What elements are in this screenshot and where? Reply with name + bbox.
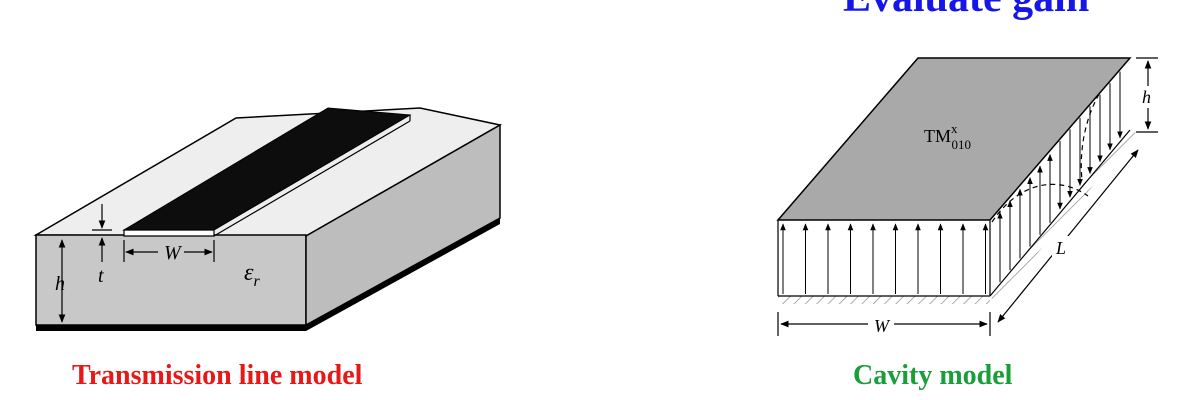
tl-h-label: h <box>55 273 65 295</box>
tl-t-label: t <box>98 265 104 287</box>
slide-heading: Evaluate gain <box>843 0 1089 22</box>
tl-epsilon-label: εr <box>244 260 260 290</box>
ground-plane <box>36 218 500 331</box>
cavity-model-caption: Cavity model <box>853 360 1013 391</box>
cavity-ground-front <box>778 296 990 304</box>
transmission-line-caption: Transmission line model <box>72 360 363 391</box>
cavity-w-label: W <box>874 316 891 336</box>
cavity-patch <box>776 57 1132 221</box>
cavity-h-label: h <box>1142 87 1151 107</box>
transmission-line-diagram: h t W εr <box>33 107 503 331</box>
front-face-field-arrows <box>780 223 989 294</box>
cavity-l-label: L <box>1055 238 1066 258</box>
substrate-front-face <box>35 234 307 326</box>
tl-w-label: W <box>164 242 183 264</box>
